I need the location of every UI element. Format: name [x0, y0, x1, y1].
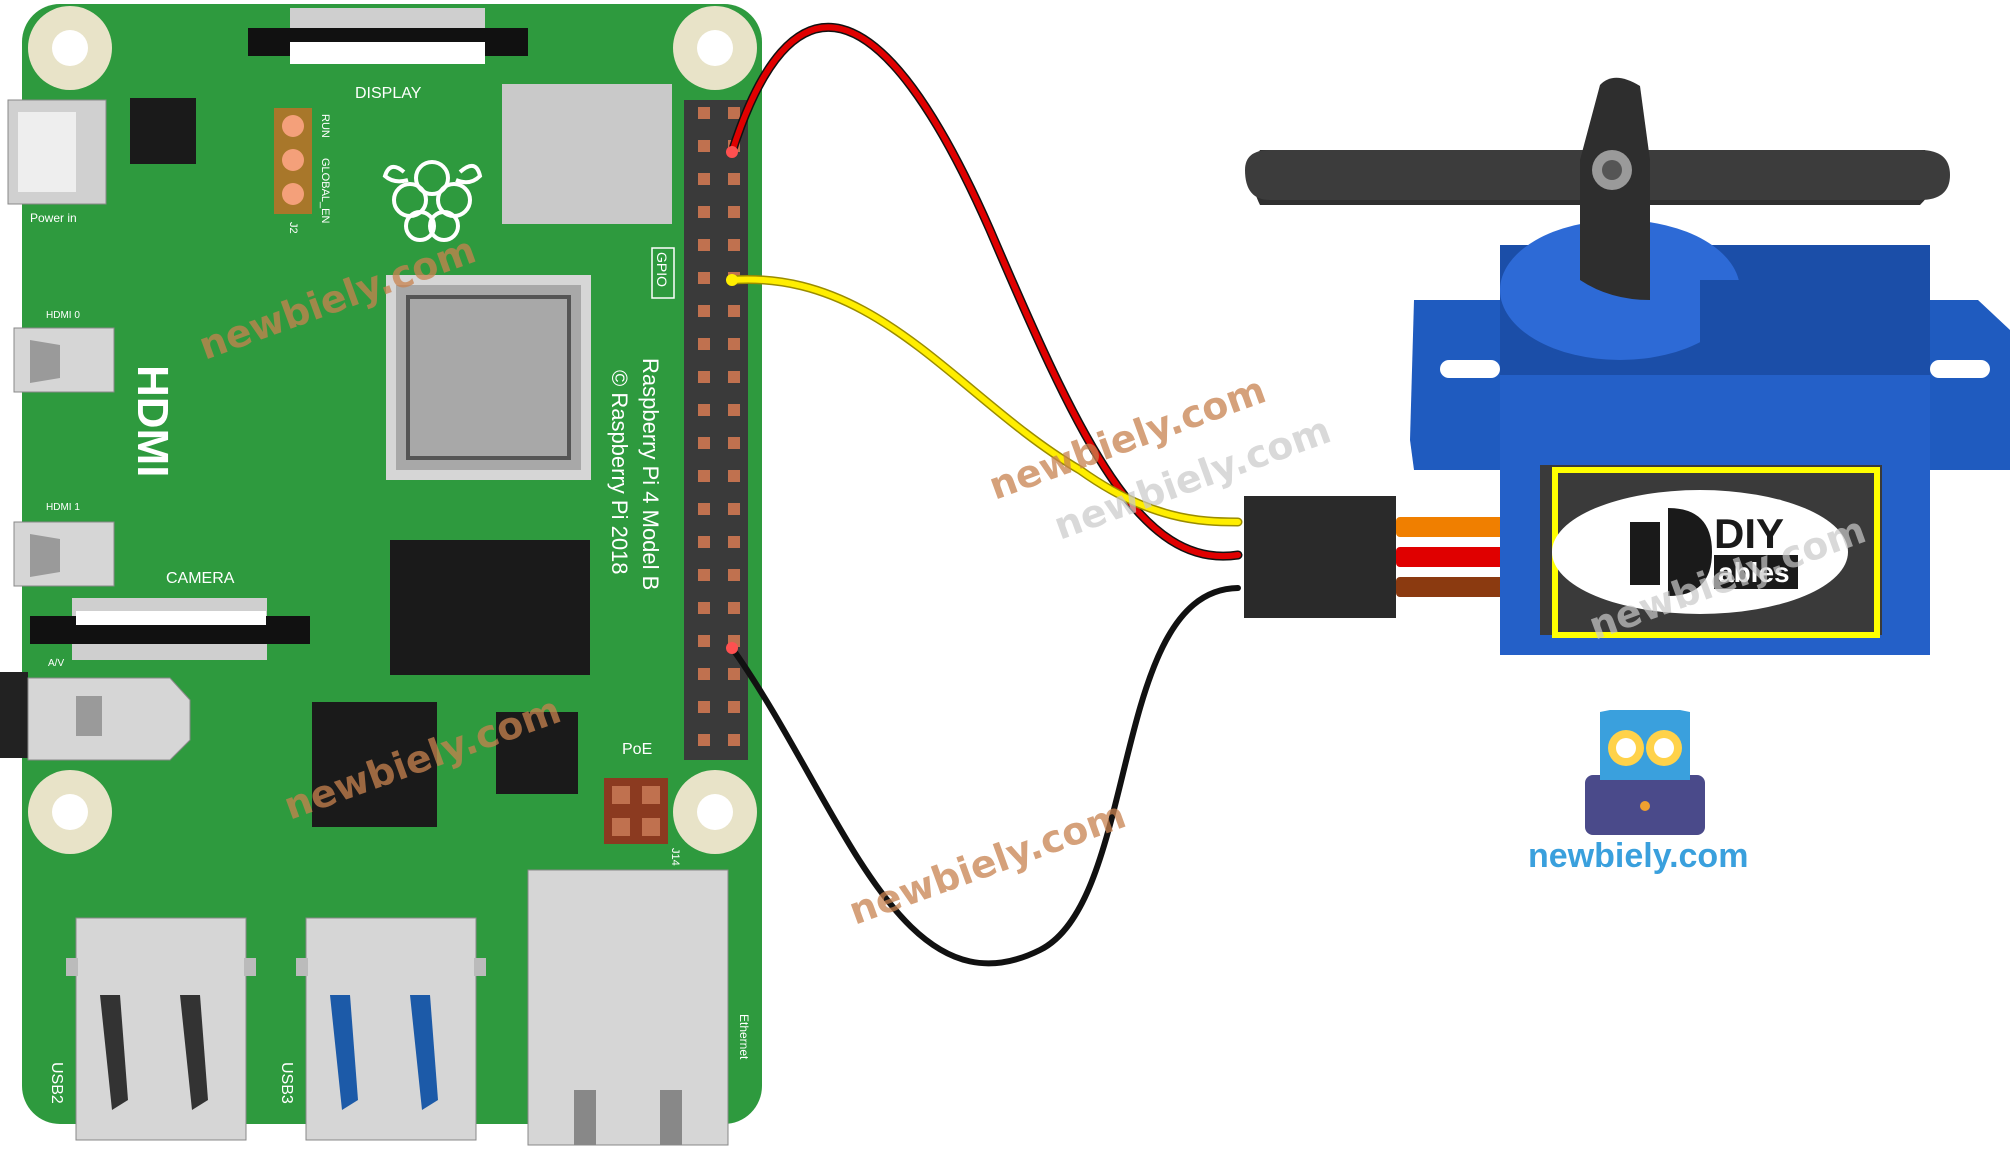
diyables-logo-mark: [1630, 508, 1712, 596]
power-in-label: Power in: [30, 211, 77, 225]
logo-sub: ables: [1718, 557, 1790, 588]
gpio-pin: [728, 437, 740, 449]
usb2-label: USB2: [48, 1062, 65, 1104]
hdmi1-port: HDMI 1: [13, 502, 115, 587]
camera-label: CAMERA: [166, 570, 235, 587]
usb3-label: USB3: [278, 1062, 295, 1104]
gpio-pin: [728, 173, 740, 185]
hdmi0-label: HDMI 0: [46, 310, 80, 321]
logo-main: DIY: [1714, 510, 1784, 557]
gpio-pin: [698, 338, 710, 350]
gpio-pin: [728, 536, 740, 548]
wifi-shield: [502, 84, 672, 224]
signal-wire-color: [729, 276, 1241, 525]
j14-label: J14: [669, 848, 681, 866]
wire-ends: [726, 146, 738, 654]
gpio-pin: [728, 371, 740, 383]
raspberry-pi-board: DISPLAY Power in RUN GLOBAL_EN J2: [0, 4, 762, 1146]
gpio-pin: [728, 470, 740, 482]
gpio-label: GPIO: [654, 252, 670, 287]
gpio-pin: [728, 503, 740, 515]
hdmi0-port: HDMI 0: [13, 310, 115, 393]
gpio-pin: [698, 437, 710, 449]
gpio-pin: [698, 470, 710, 482]
ground-wire: [729, 585, 1241, 967]
gpio-pin: [698, 305, 710, 317]
servo-connector: [1244, 496, 1396, 618]
gpio-pin: [728, 338, 740, 350]
servo-lead-signal: [1396, 517, 1514, 537]
usb3-port: USB3: [278, 917, 486, 1141]
servo-motor: DIY ables: [1245, 77, 2010, 655]
copyright-label: © Raspberry Pi 2018: [607, 370, 632, 575]
gpio-pin: [698, 239, 710, 251]
gpio-pin: [698, 404, 710, 416]
power-wire-color: [729, 24, 1241, 560]
j2-label: J2: [287, 222, 299, 234]
gpio-pin: [728, 701, 740, 713]
soc-chip: [386, 275, 591, 480]
model-label: Raspberry Pi 4 Model B: [638, 358, 663, 590]
gpio-pin: [698, 503, 710, 515]
gpio-header: GPIO: [651, 100, 748, 760]
power-connector: Power in: [7, 99, 107, 225]
pmic-chip: [130, 98, 196, 164]
gpio-pin: [698, 635, 710, 647]
gpio-pin: [698, 734, 710, 746]
gpio-pin: [728, 206, 740, 218]
gpio-pin: [698, 140, 710, 152]
usb-controller-chip: [312, 702, 437, 827]
hdmi-label: HDMI: [128, 365, 177, 477]
av-jack: A/V: [0, 658, 191, 761]
small-chip: [496, 712, 578, 794]
ram-chip: [390, 540, 590, 675]
gpio-pin: [728, 734, 740, 746]
gpio-pin: [698, 569, 710, 581]
gpio-pin: [728, 668, 740, 680]
brand-text: newbiely.com: [1528, 837, 1748, 875]
run-label: RUN: [319, 114, 331, 138]
ethernet-port: Ethernet: [527, 869, 751, 1146]
gpio-pin: [728, 107, 740, 119]
servo-lead-ground: [1396, 577, 1514, 597]
raspberry-logo: [382, 160, 483, 242]
camera-connector: CAMERA: [30, 570, 310, 660]
gpio-pin: [698, 536, 710, 548]
gpio-pin: [698, 173, 710, 185]
gpio-pin: [728, 305, 740, 317]
gpio-pin: [698, 602, 710, 614]
gpio-pin: [698, 107, 710, 119]
wires: [727, 22, 1243, 967]
servo-horn: [1245, 77, 1950, 300]
hdmi1-label: HDMI 1: [46, 502, 80, 513]
ethernet-label: Ethernet: [737, 1014, 751, 1060]
newbiely-brand: newbiely.com: [1528, 710, 1748, 875]
poe-label: PoE: [622, 741, 652, 758]
usb2-port: USB2: [48, 917, 256, 1141]
gpio-pin: [728, 569, 740, 581]
mount-holes: [28, 6, 757, 854]
gpio-pin: [728, 602, 740, 614]
gpio-pin: [728, 404, 740, 416]
servo-label: DIY ables: [1540, 465, 1882, 638]
servo-leads: [1396, 517, 1514, 597]
gpio-pin: [698, 206, 710, 218]
gpio-pin: [698, 701, 710, 713]
owl-icon: [1585, 710, 1705, 835]
display-connector: DISPLAY: [248, 8, 528, 102]
global-en-label: GLOBAL_EN: [319, 158, 331, 223]
av-label: A/V: [48, 658, 64, 669]
gpio-pin: [698, 668, 710, 680]
servo-lead-power: [1396, 547, 1514, 567]
run-header: RUN GLOBAL_EN J2: [274, 108, 331, 234]
watermark-5: newbiely.com: [843, 793, 1131, 934]
display-label: DISPLAY: [355, 85, 422, 102]
poe-header: PoE J14: [604, 741, 681, 866]
gpio-pin: [728, 239, 740, 251]
gpio-pin: [698, 272, 710, 284]
gpio-pin: [698, 371, 710, 383]
